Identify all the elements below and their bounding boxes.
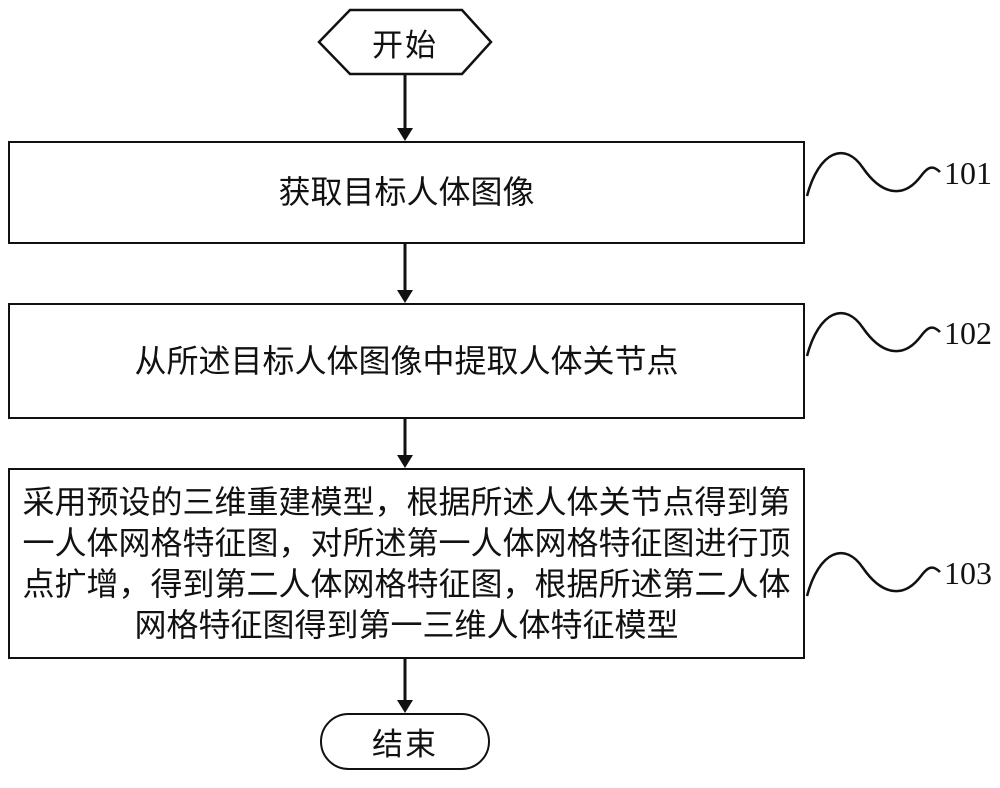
start-label: 开始 xyxy=(372,27,438,63)
ref-connector-102 xyxy=(805,311,941,357)
ref-connector-101 xyxy=(805,151,941,197)
ref-label-102: 102 xyxy=(944,315,992,351)
step-text-102: 从所述目标人体图像中提取人体关节点 xyxy=(134,342,679,379)
down-arrow-103-to-end xyxy=(397,659,413,713)
ref-connector-103 xyxy=(805,551,941,597)
ref-label-101: 101 xyxy=(944,155,992,191)
down-arrow-101-to-102 xyxy=(397,244,413,303)
step-text-103-line-1: 采用预设的三维重建模型，根据所述人体关节点得到第 xyxy=(22,483,791,520)
step-box-101: 获取目标人体图像 xyxy=(8,141,805,244)
step-text-103-line-2: 一人体网格特征图，对所述第一人体网格特征图进行顶 xyxy=(22,524,791,561)
step-text-103-line-3: 点扩增，得到第二人体网格特征图，根据所述第二人体 xyxy=(22,565,791,602)
end-shape: 结束 xyxy=(320,713,490,770)
down-arrow-start-to-101 xyxy=(397,74,413,141)
step-text-101: 获取目标人体图像 xyxy=(278,174,535,210)
step-box-102: 从所述目标人体图像中提取人体关节点 xyxy=(8,303,805,419)
step-box-103: 采用预设的三维重建模型，根据所述人体关节点得到第 一人体网格特征图，对所述第一人… xyxy=(8,468,805,659)
step-text-103-line-4: 网格特征图得到第一三维人体特征模型 xyxy=(134,606,679,643)
ref-label-103: 103 xyxy=(944,555,992,591)
end-label: 结束 xyxy=(372,727,438,762)
down-arrow-102-to-103 xyxy=(397,419,413,468)
